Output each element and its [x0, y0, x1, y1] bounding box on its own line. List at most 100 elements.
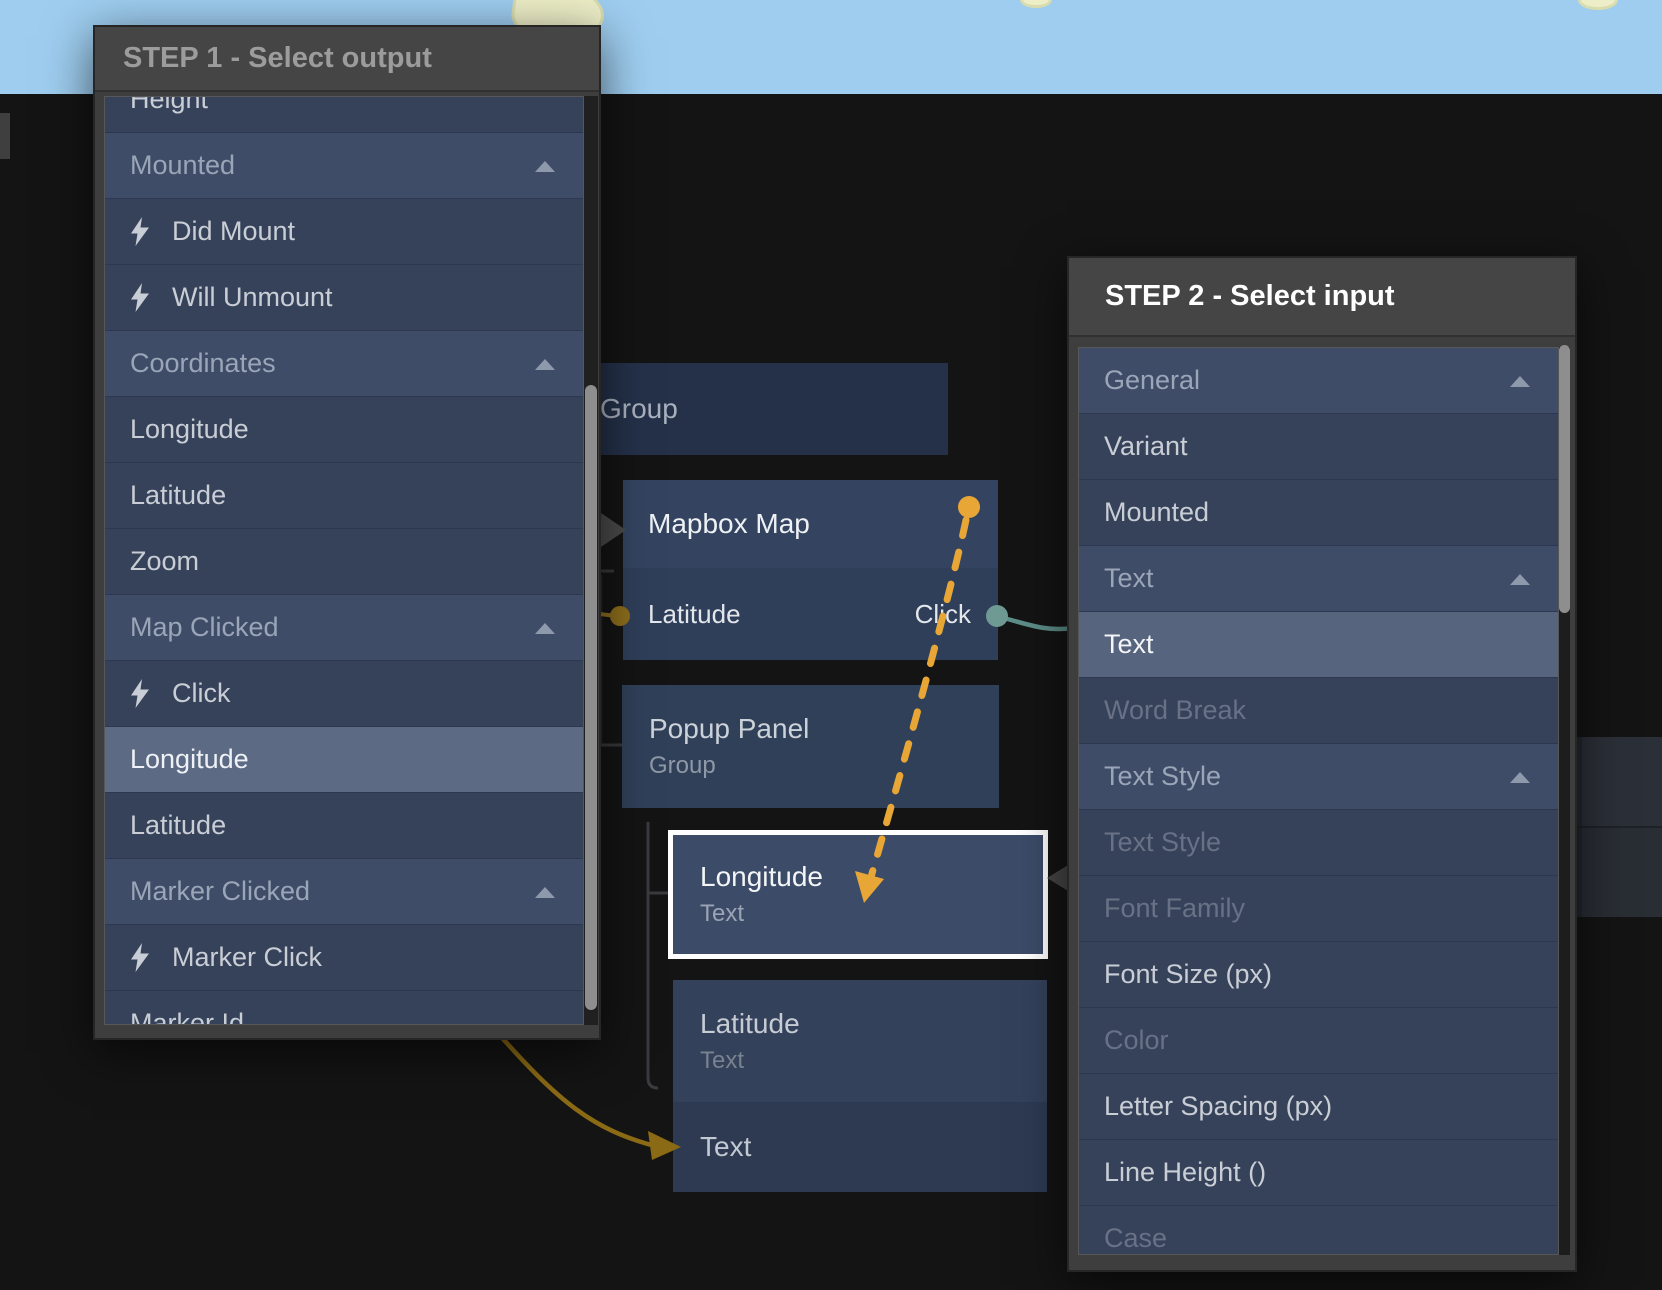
step1-option-marker-click[interactable]: Marker Click — [105, 925, 583, 991]
step2-scrollbar-thumb[interactable] — [1559, 345, 1570, 613]
node-popup-panel[interactable]: Popup Panel Group — [622, 685, 999, 808]
step2-option-text[interactable]: Text — [1079, 612, 1558, 678]
collapse-arrow-icon[interactable] — [535, 160, 555, 172]
step1-panel-title: STEP 1 - Select output — [123, 42, 432, 74]
step1-option-latitude[interactable]: Latitude — [105, 793, 583, 859]
option-label: Text Style — [1104, 827, 1222, 857]
option-label: Latitude — [130, 480, 227, 510]
collapse-arrow-icon[interactable] — [1510, 573, 1530, 585]
step1-category-map-clicked[interactable]: Map Clicked — [105, 595, 583, 661]
step1-category-mounted[interactable]: Mounted — [105, 133, 583, 199]
step1-category-marker-clicked[interactable]: Marker Clicked — [105, 859, 583, 925]
step1-option-longitude[interactable]: Longitude — [105, 397, 583, 463]
output-port-latitude[interactable]: Latitude — [648, 598, 741, 629]
step2-panel-header: STEP 2 - Select input — [1069, 258, 1575, 337]
option-label: Line Height () — [1104, 1157, 1267, 1187]
collapse-arrow-icon[interactable] — [1510, 771, 1530, 783]
node-latitude[interactable]: Latitude Text — [673, 980, 1047, 1102]
option-label: Will Unmount — [172, 282, 333, 312]
step1-option-height[interactable]: Height — [105, 96, 583, 133]
node-title: Mapbox Map — [648, 508, 810, 539]
click-wire — [995, 613, 1074, 632]
offscreen-node-fragment-top — [1577, 737, 1662, 826]
map-land-blob — [1020, 0, 1052, 8]
option-label: Zoom — [130, 546, 200, 576]
step1-option-latitude[interactable]: Latitude — [105, 463, 583, 529]
node-group[interactable]: Group — [540, 363, 948, 455]
option-label: Height — [130, 96, 209, 114]
node-mapbox-map[interactable]: Mapbox Map Latitude Click — [623, 480, 998, 660]
collapse-arrow-icon[interactable] — [1510, 375, 1530, 387]
collapse-arrow-icon[interactable] — [535, 886, 555, 898]
node-title: Group — [600, 393, 678, 424]
option-label: Click — [172, 678, 231, 708]
option-label: Longitude — [130, 744, 249, 774]
node-subtitle: Text — [700, 900, 745, 927]
step1-option-marker-id[interactable]: Marker Id — [105, 991, 583, 1025]
left-edge-tab — [0, 113, 10, 159]
option-label: Case — [1104, 1223, 1168, 1253]
node-ports-row: Latitude Click — [623, 568, 998, 660]
step2-option-mounted[interactable]: Mounted — [1079, 480, 1558, 546]
node-title: Text — [700, 1131, 752, 1162]
step1-option-will-unmount[interactable]: Will Unmount — [105, 265, 583, 331]
option-label: General — [1104, 365, 1201, 395]
option-label: Mounted — [130, 150, 236, 180]
option-label: Text Style — [1104, 761, 1222, 791]
option-label: Marker Id — [130, 1008, 245, 1025]
step1-option-click[interactable]: Click — [105, 661, 583, 727]
option-label: Coordinates — [130, 348, 276, 378]
offscreen-node-fragment-bottom — [1577, 828, 1662, 917]
step1-category-coordinates[interactable]: Coordinates — [105, 331, 583, 397]
step2-category-general[interactable]: General — [1079, 348, 1558, 414]
option-label: Map Clicked — [130, 612, 279, 642]
option-label: Word Break — [1104, 695, 1247, 725]
map-land-blob — [1578, 0, 1618, 10]
step2-option-text-style[interactable]: Text Style — [1079, 810, 1558, 876]
step2-option-letter-spacing-px[interactable]: Letter Spacing (px) — [1079, 1074, 1558, 1140]
text-node-wire — [488, 1022, 656, 1149]
node-subtitle: Group — [649, 752, 716, 779]
node-title: Popup Panel — [649, 713, 810, 744]
event-bolt-icon — [130, 283, 152, 312]
node-title: Latitude — [700, 1007, 800, 1039]
tree-line — [646, 822, 659, 1090]
option-label: Text — [1104, 629, 1154, 659]
step1-panel-pointer-wedge — [598, 511, 626, 549]
node-title: Longitude — [700, 861, 824, 892]
option-label: Mounted — [1104, 497, 1210, 527]
option-label: Font Family — [1104, 893, 1246, 923]
node-header[interactable]: Mapbox Map — [623, 480, 998, 568]
step2-category-text[interactable]: Text — [1079, 546, 1558, 612]
step2-option-color[interactable]: Color — [1079, 1008, 1558, 1074]
step2-option-font-size-px[interactable]: Font Size (px) — [1079, 942, 1558, 1008]
option-label: Font Size (px) — [1104, 959, 1273, 989]
step1-scrollbar-thumb[interactable] — [585, 385, 597, 1010]
step1-option-zoom[interactable]: Zoom — [105, 529, 583, 595]
step2-panel-title: STEP 2 - Select input — [1105, 280, 1395, 312]
step2-scrollbar-track — [1559, 347, 1570, 1255]
step1-option-longitude[interactable]: Longitude — [105, 727, 583, 793]
step1-option-did-mount[interactable]: Did Mount — [105, 199, 583, 265]
option-label: Marker Click — [172, 942, 323, 972]
node-text[interactable]: Text — [673, 1102, 1047, 1192]
step2-option-word-break[interactable]: Word Break — [1079, 678, 1558, 744]
step2-option-font-family[interactable]: Font Family — [1079, 876, 1558, 942]
step2-option-variant[interactable]: Variant — [1079, 414, 1558, 480]
collapse-arrow-icon[interactable] — [535, 622, 555, 634]
event-bolt-icon — [130, 943, 152, 972]
collapse-arrow-icon[interactable] — [535, 358, 555, 370]
step2-option-line-height[interactable]: Line Height () — [1079, 1140, 1558, 1206]
event-port-click[interactable]: Click — [914, 598, 971, 629]
node-longitude-selected[interactable]: Longitude Text — [668, 830, 1048, 959]
offscreen-node-fragment — [1577, 737, 1662, 917]
option-label: Longitude — [130, 414, 249, 444]
option-label: Marker Clicked — [130, 876, 311, 906]
option-label: Letter Spacing (px) — [1104, 1091, 1333, 1121]
step2-category-text-style[interactable]: Text Style — [1079, 744, 1558, 810]
step2-option-case[interactable]: Case — [1079, 1206, 1558, 1254]
event-bolt-icon — [130, 217, 152, 246]
